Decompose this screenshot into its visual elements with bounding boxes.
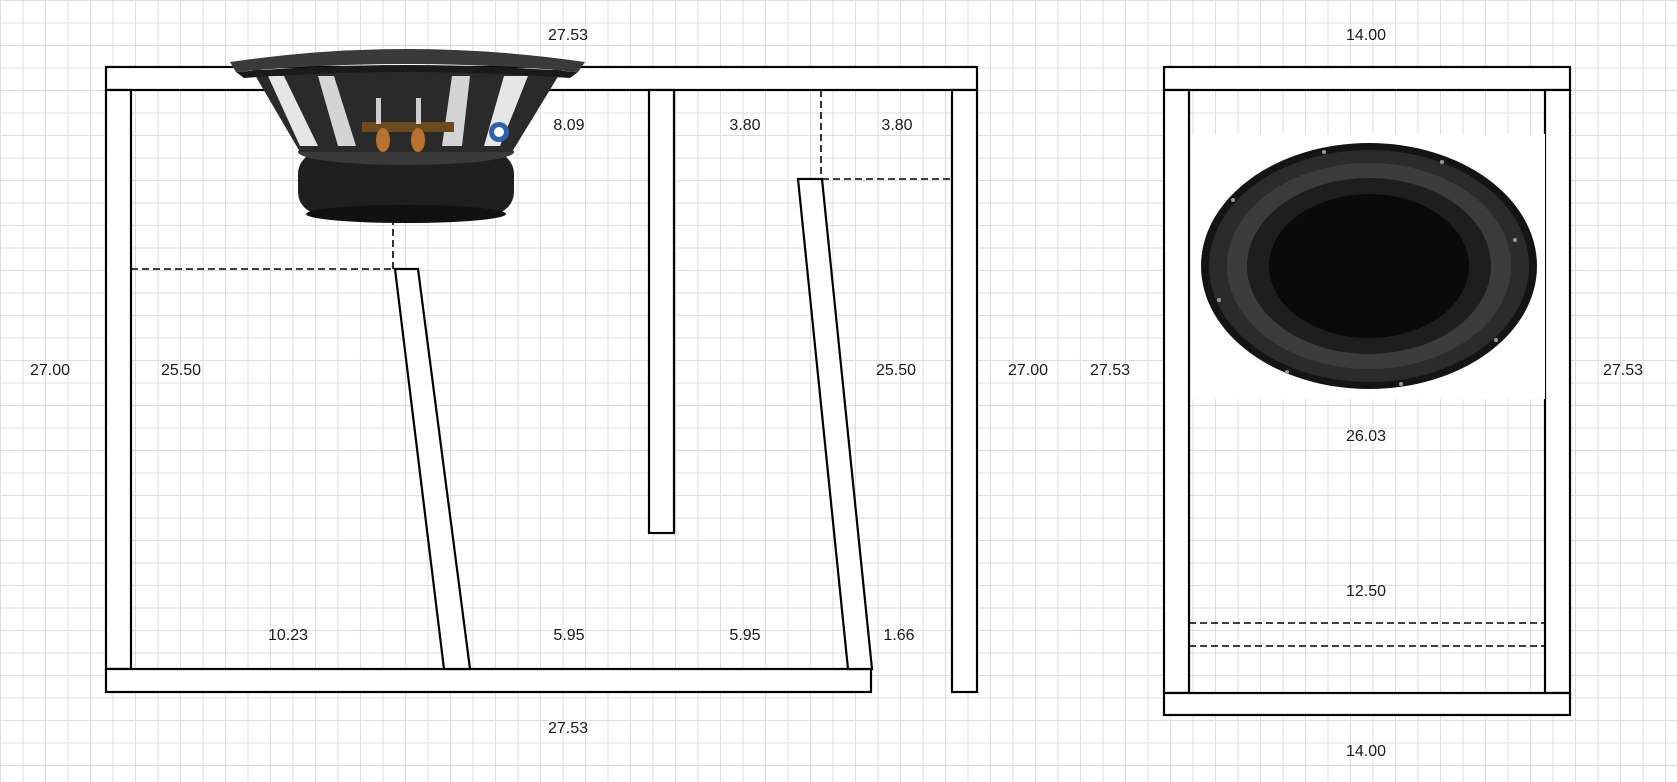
- side-outer-height-right-label: 27.00: [1008, 362, 1048, 379]
- side-top-width-label: 27.53: [548, 27, 588, 44]
- chamber-bottom-a-label: 10.23: [268, 627, 308, 644]
- front-top-panel: [1162, 65, 1572, 92]
- bottom-panel: [104, 667, 873, 694]
- subwoofer-side-icon: [230, 49, 585, 223]
- front-top-width-label: 14.00: [1346, 27, 1386, 44]
- side-outer-height-left-label: 27.00: [30, 362, 70, 379]
- subwoofer-front-icon: [1191, 134, 1545, 399]
- port-top-c-label: 3.80: [881, 117, 912, 134]
- side-inner-height-right-label: 25.50: [876, 362, 916, 379]
- front-left-wall: [1162, 88, 1191, 695]
- front-bottom-panel: [1162, 691, 1572, 717]
- front-bottom-width-label: 14.00: [1346, 743, 1386, 760]
- front-height-right-label: 27.53: [1603, 362, 1643, 379]
- side-inner-height-left-label: 25.50: [161, 362, 201, 379]
- center-divider: [647, 88, 676, 535]
- dimension-labels: 27.53 27.53 27.00 25.50 25.50 27.00 8.09…: [30, 27, 1643, 760]
- front-view: [1162, 65, 1572, 717]
- left-wall: [104, 88, 133, 671]
- port-top-b-label: 3.80: [729, 117, 760, 134]
- slanted-baffle-1: [393, 267, 472, 671]
- gap-bottom-label: 1.66: [883, 627, 914, 644]
- right-wall: [950, 88, 979, 694]
- side-bottom-width-label: 27.53: [548, 720, 588, 737]
- front-inner-height-label: 26.03: [1346, 428, 1386, 445]
- front-port-height-label: 12.50: [1346, 583, 1386, 600]
- side-view: [104, 49, 979, 694]
- front-height-left-label: 27.53: [1090, 362, 1130, 379]
- slanted-baffle-2: [796, 177, 874, 671]
- chamber-bottom-c-label: 5.95: [729, 627, 760, 644]
- front-right-wall: [1543, 88, 1572, 695]
- port-top-a-label: 8.09: [553, 117, 584, 134]
- chamber-bottom-b-label: 5.95: [553, 627, 584, 644]
